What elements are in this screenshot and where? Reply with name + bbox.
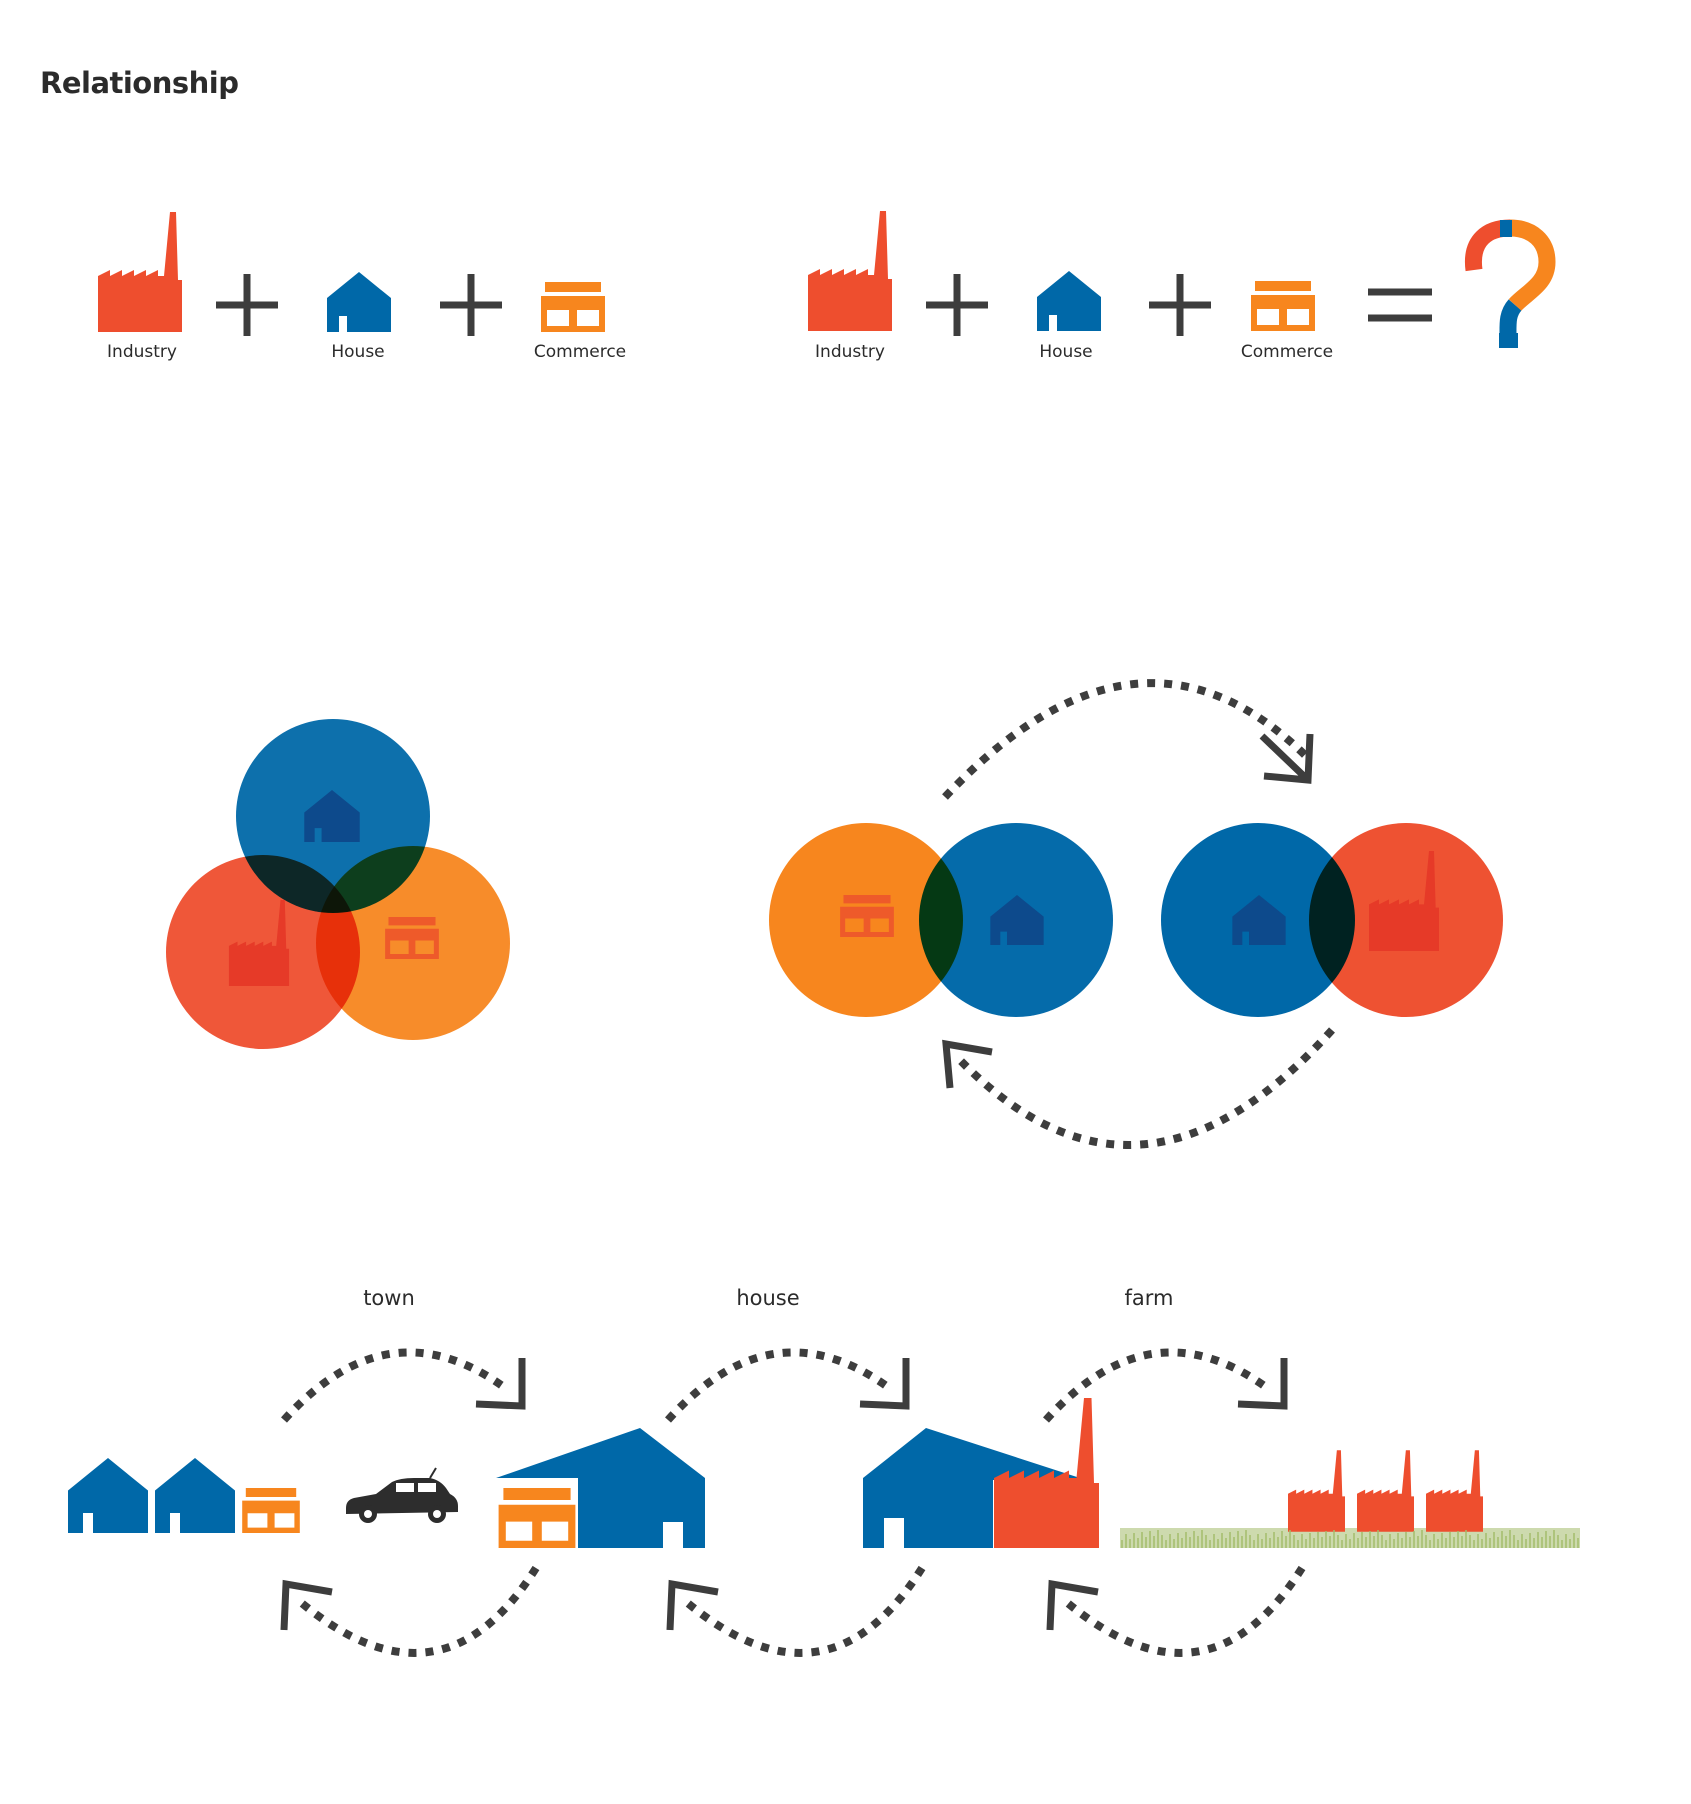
- equation-right: [808, 211, 1556, 348]
- house-icon: [155, 1458, 235, 1533]
- plus-icon: [216, 274, 278, 336]
- factory-icon: [808, 211, 892, 331]
- cycle-diagram: [769, 679, 1503, 1149]
- barn-icon: [496, 1428, 705, 1548]
- plus-icon: [440, 274, 502, 336]
- plus-icon: [1149, 274, 1211, 336]
- venn-diagram: [166, 719, 510, 1049]
- barn-icon: [863, 1428, 1080, 1548]
- industry-label-right: Industry: [815, 342, 885, 362]
- house-label-right: House: [1039, 342, 1093, 362]
- commerce-icon: [498, 1488, 576, 1548]
- grass-strip: [1120, 1528, 1580, 1548]
- arrow-head: [859, 1358, 910, 1410]
- dotted-arrow: [295, 1565, 540, 1657]
- equation-left: [98, 212, 605, 336]
- commerce-label-left: Commerce: [533, 342, 627, 362]
- plus-icon: [926, 274, 988, 336]
- town-label: town: [363, 1286, 415, 1310]
- house-label-left: House: [331, 342, 385, 362]
- arrow-head: [280, 1579, 333, 1631]
- dotted-arrow: [665, 1348, 895, 1423]
- house-icon: [1037, 271, 1101, 331]
- town-house-farm-diagram: [68, 1348, 1580, 1657]
- page-title: Relationship: [40, 66, 239, 100]
- commerce-icon: [242, 1488, 300, 1533]
- arrow-head: [942, 1039, 993, 1089]
- arrow-head: [666, 1579, 719, 1631]
- house-label: house: [736, 1286, 800, 1310]
- dotted-arrow: [1061, 1565, 1306, 1657]
- commerce-label-right: Commerce: [1240, 342, 1334, 362]
- factory-icon: [1288, 1450, 1345, 1532]
- grass-icon: [1121, 1530, 1579, 1548]
- dotted-arrow: [955, 1027, 1335, 1149]
- arrow-head: [1046, 1579, 1099, 1631]
- house-icon: [327, 272, 391, 332]
- arrow-head: [475, 1358, 526, 1410]
- dotted-arrow: [1043, 1348, 1273, 1423]
- arrow-head: [1237, 1358, 1288, 1410]
- question-mark-icon: [1464, 219, 1556, 348]
- factory-icon: [1357, 1450, 1414, 1532]
- commerce-icon: [541, 282, 605, 332]
- dotted-arrow: [942, 679, 1309, 800]
- house-icon: [68, 1458, 148, 1533]
- farm-label: farm: [1124, 1286, 1174, 1310]
- factory-icon: [1426, 1450, 1483, 1532]
- arrow-head: [1259, 733, 1314, 784]
- factory-icon: [98, 212, 182, 332]
- dotted-arrow: [281, 1348, 511, 1423]
- equals-icon: [1368, 288, 1432, 322]
- commerce-icon: [1251, 281, 1315, 331]
- car-icon: [346, 1467, 458, 1523]
- industry-label-left: Industry: [107, 342, 177, 362]
- dotted-arrow: [681, 1565, 926, 1657]
